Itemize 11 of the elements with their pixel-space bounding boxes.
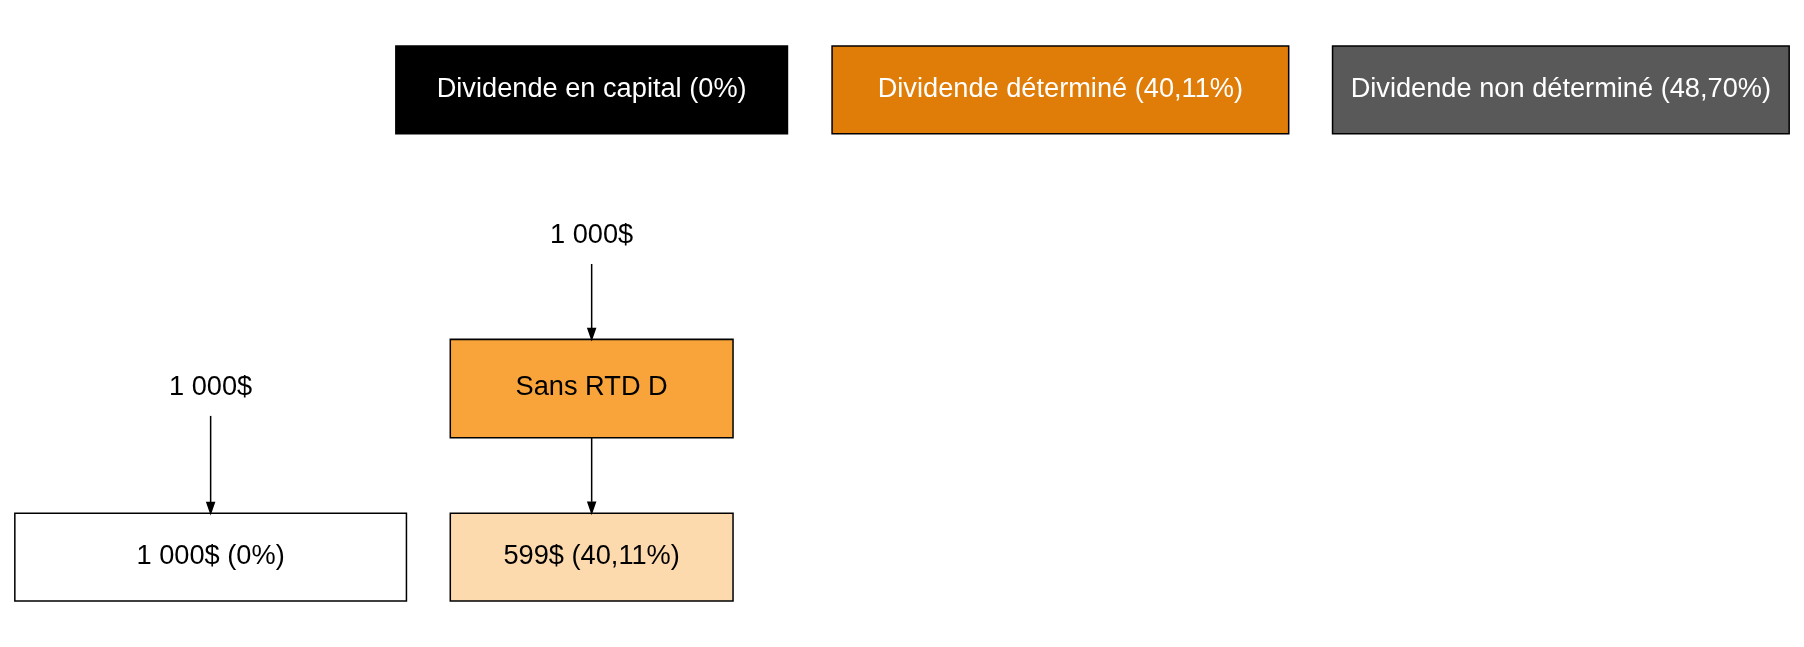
arrow <box>586 437 597 516</box>
node-box: Dividende déterminé (40,11%) <box>831 45 1290 135</box>
node-box: Dividende en capital (0%) <box>395 45 789 135</box>
node-text: 1 000$ <box>169 370 253 402</box>
node-box: 599$ (40,11%) <box>449 512 734 602</box>
node-box: Sans RTD D <box>449 338 734 439</box>
arrow <box>205 415 216 516</box>
node-box: 1 000$ (0%) <box>14 512 408 602</box>
node-text: 1 000$ <box>550 218 634 250</box>
arrow <box>586 263 597 342</box>
node-box: Dividende non déterminé (48,70%) <box>1331 45 1790 135</box>
